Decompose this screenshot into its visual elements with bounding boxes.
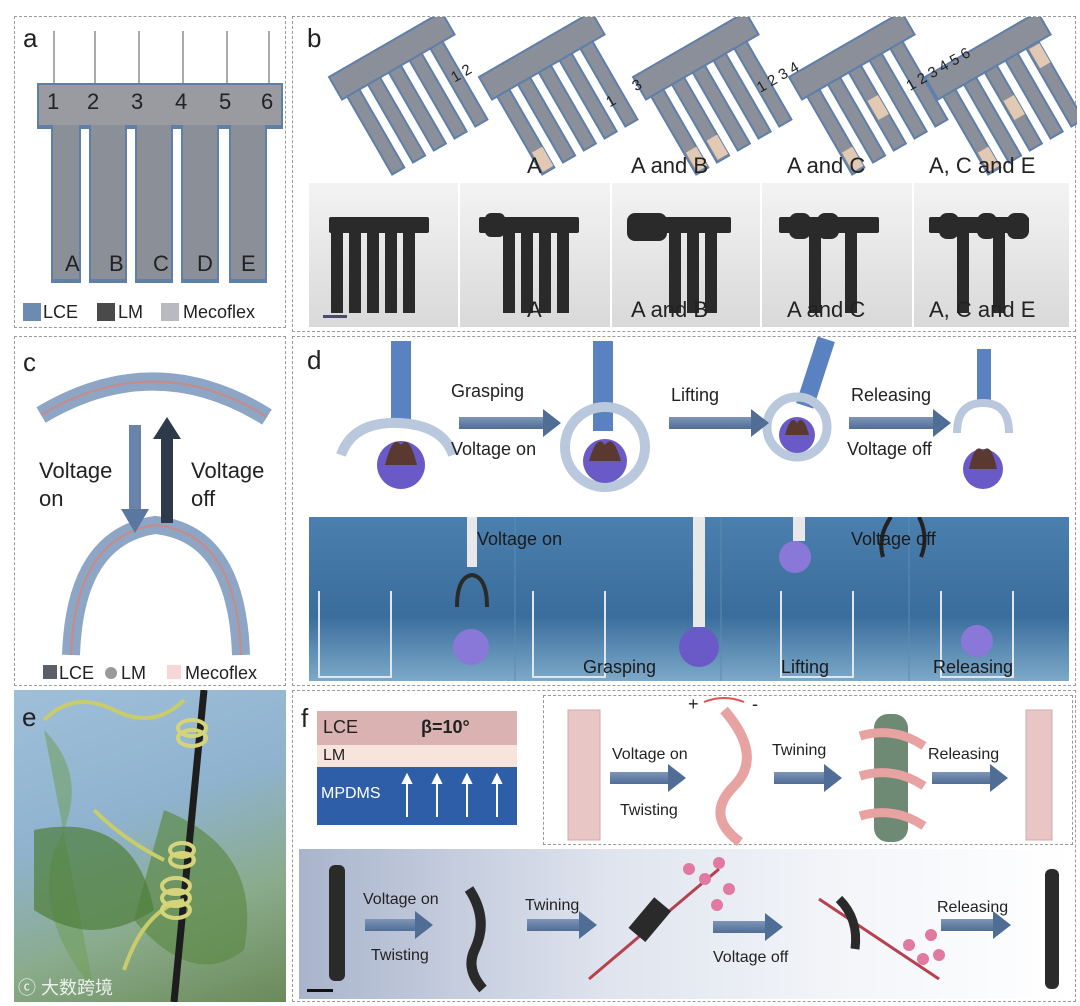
panel-b: b 1 2 1 3 1 2 3 4 1 2 3 4 5 6 A A and B … bbox=[292, 16, 1076, 332]
schematic-plus: + bbox=[688, 694, 699, 715]
photo-f-twining: Twining bbox=[525, 897, 579, 915]
schematic-twining: Twining bbox=[772, 742, 826, 760]
legend-c-label-lm: LM bbox=[121, 663, 146, 684]
schematic-voltage-on-f: Voltage on bbox=[612, 746, 688, 764]
comb-caption-3: A and C bbox=[787, 153, 865, 179]
legend-c-swatch-mecoflex bbox=[167, 665, 181, 679]
schematic-releasing: Releasing bbox=[928, 746, 999, 764]
comb-caption-2: A and B bbox=[631, 153, 708, 179]
legend-swatch-mecoflex bbox=[161, 303, 179, 321]
schematic-twisting: Twisting bbox=[620, 802, 678, 820]
watermark-logo-icon: ⓒ bbox=[18, 978, 36, 998]
photo-f-twisting: Twisting bbox=[371, 947, 429, 965]
photo-caption-2: A and B bbox=[631, 297, 708, 323]
step-grasping: Grasping bbox=[451, 381, 524, 402]
photo-arrow-2 bbox=[527, 919, 581, 931]
comb-caption-1: A bbox=[527, 153, 542, 179]
layer-lce-label: LCE bbox=[323, 717, 358, 738]
panel-label-f: f bbox=[301, 703, 308, 734]
legend-c-label-mecoflex: Mecoflex bbox=[185, 663, 257, 684]
comb-caption-4: A, C and E bbox=[929, 153, 1035, 179]
panel-label-e: e bbox=[22, 702, 36, 733]
legend-swatch-lce bbox=[23, 303, 41, 321]
watermark: ⓒ 大数跨境 bbox=[18, 974, 113, 1000]
twisting-schematic: + - Voltage on Twisting Twining Releasin… bbox=[543, 695, 1073, 845]
strip-label-C: C bbox=[153, 251, 169, 277]
legend-c-swatch-lce bbox=[43, 665, 57, 679]
panel-c: c Voltage on Voltage off LCE LM Mecoflex bbox=[14, 336, 286, 686]
magnetization-arrows bbox=[317, 767, 517, 825]
strip-label-D: D bbox=[197, 251, 213, 277]
step-releasing: Releasing bbox=[851, 385, 931, 406]
grasping-arrow bbox=[459, 417, 545, 429]
photo-caption-4: A, C and E bbox=[929, 297, 1035, 323]
photo-f-voltage-off: Voltage off bbox=[713, 949, 788, 967]
electrode-number-2: 2 bbox=[87, 89, 99, 115]
schematic-voltage-on: Voltage on bbox=[451, 439, 536, 460]
schematic-arrow-1 bbox=[610, 772, 670, 784]
panel-e-photo: e ⓒ 大数跨境 bbox=[14, 690, 286, 1002]
releasing-arrow bbox=[849, 417, 935, 429]
photo-f-voltage-on: Voltage on bbox=[363, 891, 439, 909]
photo-voltage-on: Voltage on bbox=[477, 529, 562, 550]
voltage-off-label: Voltage off bbox=[191, 457, 264, 513]
beta-label: β=10° bbox=[421, 717, 470, 738]
strip-label-A: A bbox=[65, 251, 80, 277]
legend-c-swatch-lm bbox=[105, 667, 117, 679]
panel-d: d Grasping Lifting Releasing Voltage on … bbox=[292, 336, 1076, 686]
strip-label-E: E bbox=[241, 251, 256, 277]
strip-label-B: B bbox=[109, 251, 124, 277]
photo-caption-1: A bbox=[527, 297, 542, 323]
legend-c-label-lce: LCE bbox=[59, 663, 94, 684]
schematic-arrow-3 bbox=[932, 772, 992, 784]
photo-arrow-4 bbox=[941, 919, 995, 931]
schematic-voltage-off: Voltage off bbox=[847, 439, 932, 460]
legend-swatch-lm bbox=[97, 303, 115, 321]
electrode-number-4: 4 bbox=[175, 89, 187, 115]
photo-arrow-1 bbox=[365, 919, 417, 931]
photo-voltage-off: Voltage off bbox=[851, 529, 936, 550]
electrode-number-6: 6 bbox=[261, 89, 273, 115]
photo-step-grasping: Grasping bbox=[583, 657, 656, 678]
layer-lm-label: LM bbox=[323, 747, 345, 765]
schematic-minus: - bbox=[752, 694, 758, 715]
photo-step-lifting: Lifting bbox=[781, 657, 829, 678]
photo-arrow-3 bbox=[713, 921, 767, 933]
legend-label-lce: LCE bbox=[43, 302, 78, 323]
photo-f-releasing: Releasing bbox=[937, 899, 1008, 917]
panel-f: f LCE β=10° LM MPDMS + - Voltage on Twis… bbox=[292, 690, 1076, 1002]
voltage-on-label: Voltage on bbox=[39, 457, 112, 513]
panel-a: a 1 2 3 4 5 6 A B C D E LCE LM Mecoflex bbox=[14, 16, 286, 328]
lifting-arrow bbox=[669, 417, 753, 429]
legend-label-mecoflex: Mecoflex bbox=[183, 302, 255, 323]
electrode-number-1: 1 bbox=[47, 89, 59, 115]
electrode-number-3: 3 bbox=[131, 89, 143, 115]
tendril-drawing bbox=[14, 690, 286, 1002]
schematic-arrow-2 bbox=[774, 772, 826, 784]
step-lifting: Lifting bbox=[671, 385, 719, 406]
electrode-diagram bbox=[15, 17, 287, 329]
layer-lm bbox=[317, 745, 517, 767]
photo-caption-3: A and C bbox=[787, 297, 865, 323]
electrode-number-5: 5 bbox=[219, 89, 231, 115]
photo-step-releasing: Releasing bbox=[933, 657, 1013, 678]
legend-label-lm: LM bbox=[118, 302, 143, 323]
